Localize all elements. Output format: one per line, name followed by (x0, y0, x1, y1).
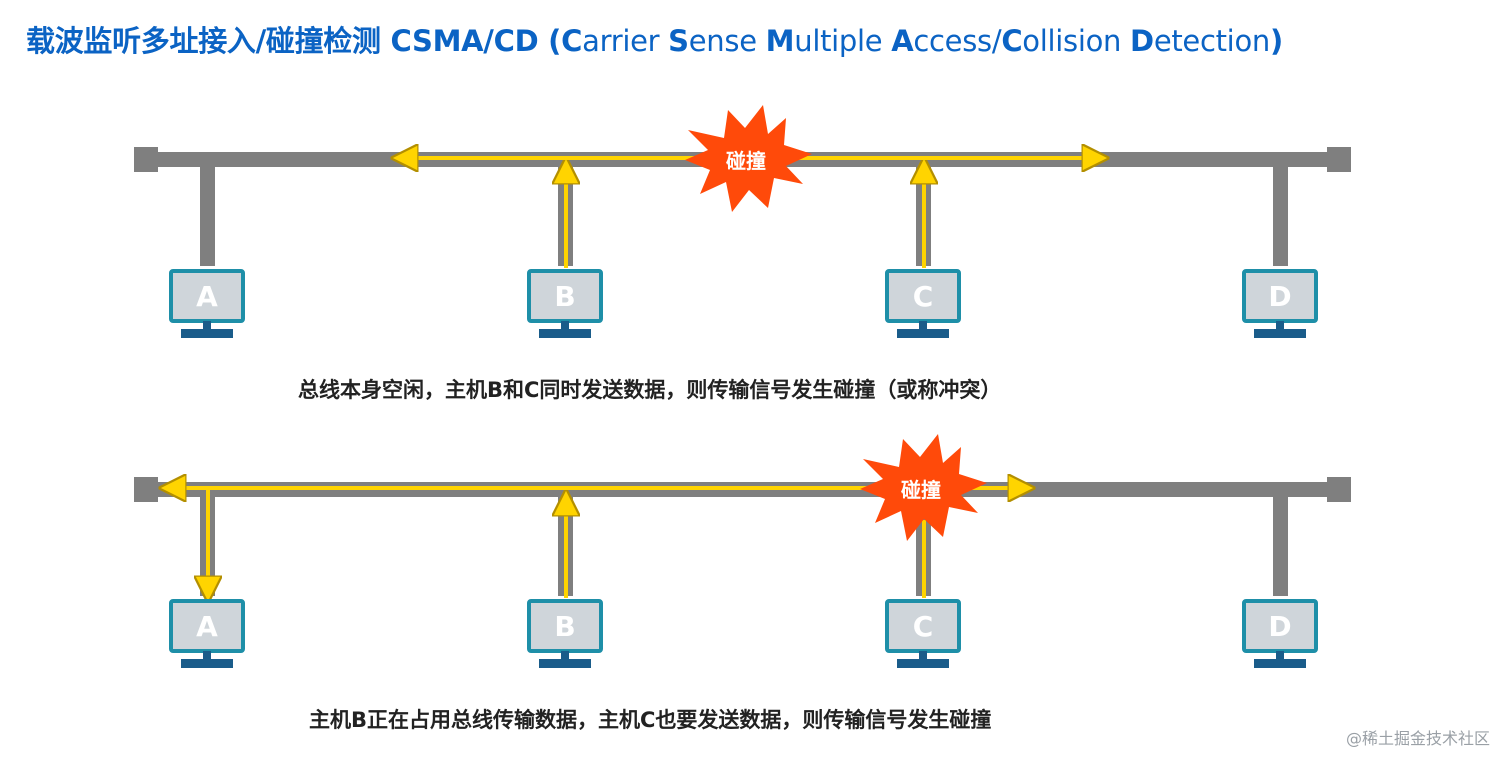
drop-line-d (1273, 496, 1288, 596)
title-close-paren: ) (1269, 24, 1283, 58)
host-label: A (196, 610, 218, 643)
drop-line-d (1273, 166, 1288, 266)
host-label: C (913, 280, 934, 313)
host-d: D (1242, 269, 1318, 338)
host-label: B (554, 280, 575, 313)
scenario-1-caption: 总线本身空闲，主机B和C同时发送数据，则传输信号发生碰撞（或称冲突） (298, 378, 1002, 402)
title-expansion: Carrier Sense Multiple Access/Collision … (561, 24, 1270, 58)
host-label: A (196, 280, 218, 313)
bus-terminator-left (134, 147, 158, 172)
host-a: A (169, 269, 245, 338)
title-open-paren: ( (548, 24, 562, 58)
host-a: A (169, 599, 245, 668)
title-main: 载波监听多址接入/碰撞检测 CSMA/CD (26, 24, 539, 58)
host-c: C (885, 599, 961, 668)
collision-burst: 碰撞 (860, 434, 987, 541)
host-label: C (913, 610, 934, 643)
collision-label: 碰撞 (901, 478, 941, 502)
bus-terminator-right (1327, 147, 1351, 172)
host-d: D (1242, 599, 1318, 668)
page-title: 载波监听多址接入/碰撞检测 CSMA/CD (Carrier Sense Mul… (26, 18, 1283, 60)
host-label: D (1268, 280, 1291, 313)
scenario-1: 碰撞 A B C D (134, 105, 1351, 338)
bus-terminator-right (1327, 477, 1351, 502)
collision-label: 碰撞 (726, 149, 766, 173)
collision-burst: 碰撞 (685, 105, 812, 212)
bus-terminator-left (134, 477, 158, 502)
watermark: @稀土掘金技术社区 (1345, 729, 1490, 748)
host-label: B (554, 610, 575, 643)
scenario-2: 碰撞 A B C D (134, 434, 1351, 668)
host-b: B (527, 269, 603, 338)
drop-line-a (200, 166, 215, 266)
scenario-2-caption: 主机B正在占用总线传输数据，主机C也要发送数据，则传输信号发生碰撞 (309, 708, 992, 732)
host-label: D (1268, 610, 1291, 643)
host-b: B (527, 599, 603, 668)
host-c: C (885, 269, 961, 338)
